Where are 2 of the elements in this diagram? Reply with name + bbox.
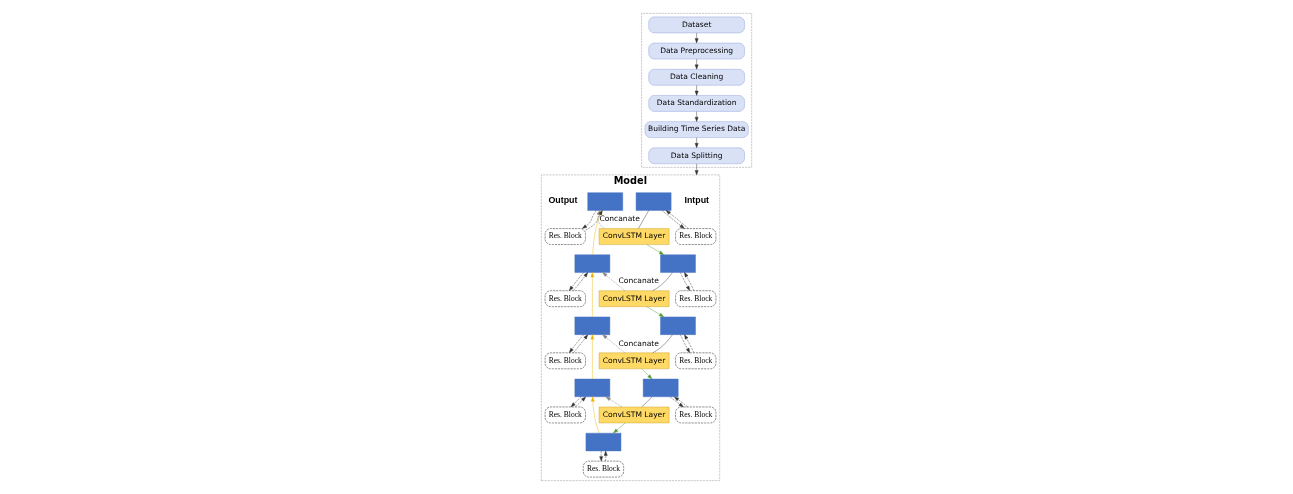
node-text: Output	[548, 195, 578, 206]
node-text: Intput	[684, 195, 710, 206]
